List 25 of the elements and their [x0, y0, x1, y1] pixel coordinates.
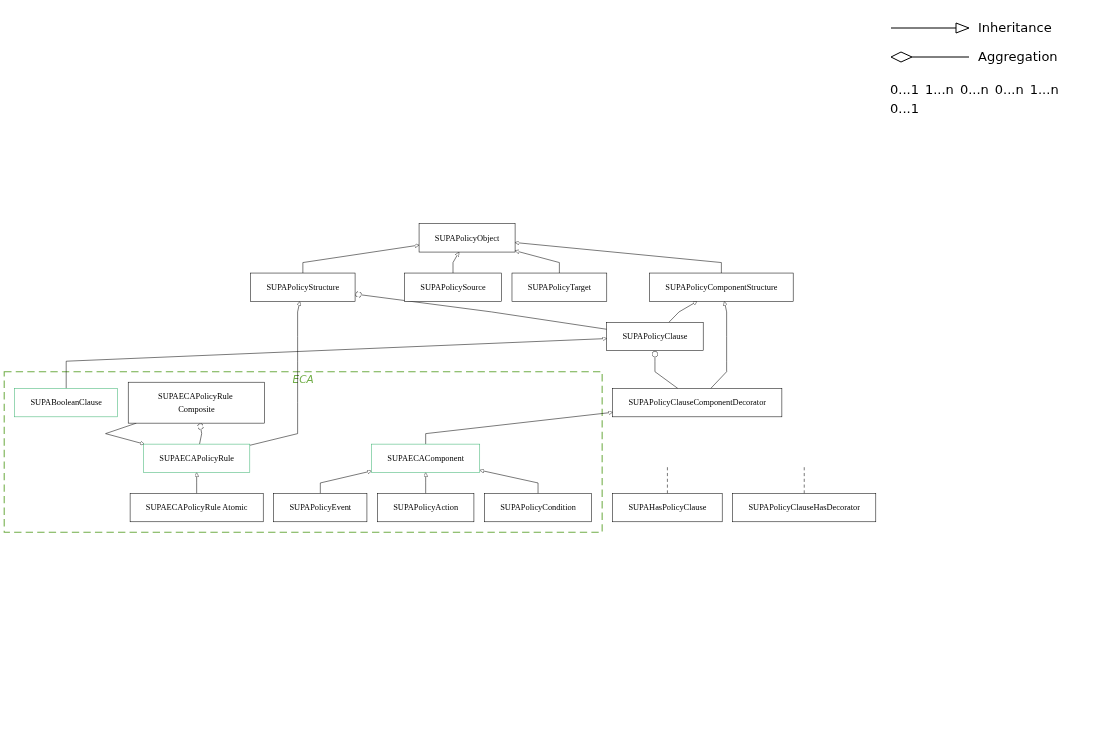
node-box: SUPAPolicySource [404, 272, 502, 302]
multiplicity-label: 1...n [924, 82, 954, 97]
node-box: SUPAPolicyEvent [273, 493, 368, 523]
node-box: SUPAPolicyClause [606, 322, 704, 351]
legend-label: Aggregation [978, 49, 1058, 64]
node-box: SUPAPolicyAction [377, 493, 475, 523]
multiplicity-label: 0...1 [890, 82, 919, 97]
node-box: SUPAPolicyComponentStructure [649, 272, 794, 302]
node-box: SUPAPolicyClauseComponentDecorator [612, 388, 783, 418]
node-box: SUPAPolicyTarget [511, 272, 608, 302]
node-box: SUPAPolicyClauseHasDecorator [732, 493, 877, 523]
node-box: SUPAECAPolicyRule Composite [127, 381, 265, 424]
node-box: SUPAPolicyCondition [484, 493, 592, 523]
node-box: SUPAECAPolicyRule [143, 443, 251, 473]
node-box: SUPABooleanClause [14, 388, 118, 418]
node-box: SUPAPolicyObject [418, 223, 516, 253]
multiplicity-label: 0...1 [890, 101, 919, 116]
node-box: SUPAPolicyStructure [250, 272, 356, 302]
legend-label: Inheritance [978, 20, 1052, 35]
multiplicity-label: 0...n [994, 82, 1024, 97]
node-box: SUPAECAComponent [371, 443, 480, 473]
node-box: SUPAHasPolicyClause [612, 493, 723, 523]
node-box: SUPAECAPolicyRule Atomic [129, 493, 264, 523]
multiplicity-label: 1...n [1029, 82, 1059, 97]
multiplicity-label: 0...n [959, 82, 989, 97]
